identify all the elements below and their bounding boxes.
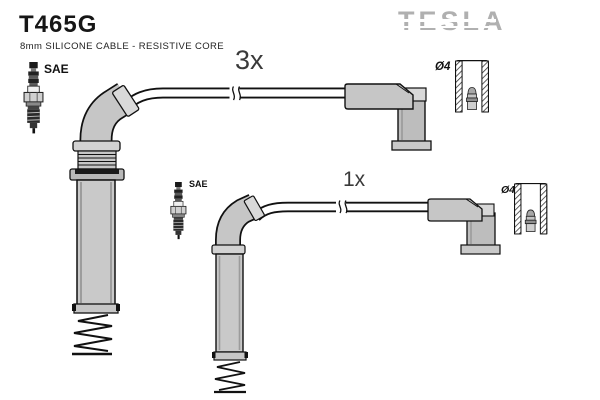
- logo-stripe: [396, 19, 496, 22]
- logo-stripe: [396, 25, 496, 28]
- spring-terminal-2: [214, 361, 246, 394]
- ignition-lead-3x: [23, 59, 489, 356]
- spark-plug-icon-1: [23, 61, 44, 134]
- quantity-label-1x: 1x: [343, 168, 366, 191]
- coil-boot-1: [344, 83, 432, 151]
- boot-tube-2: [215, 253, 244, 353]
- boot-collar-1: [112, 85, 140, 117]
- coil-boot-2: [427, 198, 501, 255]
- spring-terminal-1: [72, 314, 113, 356]
- terminal-cap-icon-1: [455, 59, 489, 113]
- boot-flange-1a: [72, 140, 121, 152]
- corrugated-sleeve-1: [77, 150, 117, 170]
- cable-break-mark-1: [229, 85, 241, 102]
- terminal-cap-icon-2: [514, 182, 548, 235]
- spark-plug-icon-2: [170, 181, 187, 240]
- boot-flange-2: [211, 244, 246, 255]
- tesla-logo: TESLA: [396, 6, 503, 36]
- sae-label-1: SAE: [44, 62, 69, 76]
- subtitle: 8mm SILICONE CABLE - RESISTIVE CORE: [20, 41, 225, 52]
- terminal-diameter-label-2: Ø4: [501, 184, 516, 196]
- tube-end-flange-2: [212, 351, 248, 361]
- boot-flange-1b: [69, 168, 125, 181]
- tube-end-flange-1: [72, 303, 120, 314]
- quantity-label-3x: 3x: [235, 45, 264, 75]
- spark-plug-boot-2: [211, 194, 265, 394]
- boot-tube-1: [76, 179, 116, 306]
- cable-break-mark-2: [336, 199, 348, 216]
- part-number: T465G: [19, 11, 98, 38]
- terminal-diameter-label-1: Ø4: [435, 61, 451, 73]
- spark-plug-boot-1: [69, 83, 140, 356]
- boot-collar-2: [243, 195, 265, 222]
- sae-label-2: SAE: [189, 179, 208, 189]
- ignition-lead-1x: [170, 181, 548, 394]
